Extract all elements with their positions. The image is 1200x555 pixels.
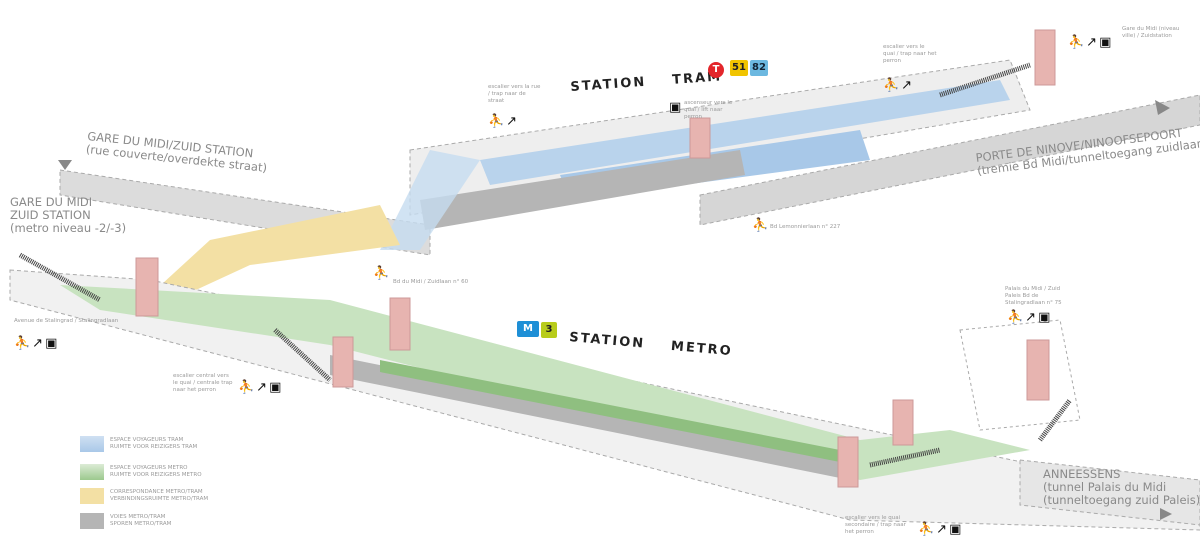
line-82-badge: 82 [750, 60, 768, 76]
subtitle: (tunnel Palais du Midi [1043, 480, 1167, 494]
pillar [837, 436, 859, 488]
title: GARE DU MIDI [10, 195, 93, 209]
gare-midi-arrow-icon [58, 160, 72, 170]
stairs-escalator-elevator-icon: ⛹↗▣ [238, 380, 284, 395]
line-3-badge: 3 [541, 322, 557, 338]
legend-fr: ESPACE VOYAGEURS METRO [110, 465, 188, 471]
line-51-badge: 51 [730, 60, 748, 76]
elevator-icon: ▣ [669, 100, 684, 115]
pillar [689, 117, 711, 159]
stairs-icon: ⛹ [373, 266, 392, 281]
anneessens-tunnel-band [1019, 459, 1200, 526]
tracks-swatch [80, 513, 104, 529]
stairs-escalator-elevator-icon: ⛹↗▣ [1007, 310, 1053, 325]
stairs-escalator-icon: ⛹↗ [883, 78, 915, 93]
legend-fr: VOIES METRO/TRAM [110, 514, 166, 520]
access-note: escalier vers le quai / trap naar het pe… [883, 44, 937, 64]
pillar [332, 336, 354, 388]
access-note: ascenseur vers le quai / lift naar perro… [684, 100, 733, 120]
title-line2: ZUID STATION [10, 208, 91, 222]
metro-swatch [80, 464, 104, 480]
tram-tracks [420, 150, 745, 230]
pillar [135, 257, 159, 317]
access-note: Avenue de Stalingrad / Stalingradlaan [14, 318, 119, 324]
legend-fr: CORRESPONDANCE METRO/TRAM [110, 489, 203, 495]
metro-passenger-area [60, 285, 1030, 480]
pillar [1026, 339, 1050, 401]
anneessens-label: ANNEESSENS (tunnel Palais du Midi (tunne… [1043, 468, 1200, 507]
connection-swatch [80, 488, 104, 504]
porte-ninove-arrow-icon [1155, 100, 1170, 115]
pillar [1034, 29, 1056, 86]
stairs-icon: ⛹ [752, 218, 771, 233]
tram-swatch [80, 436, 104, 452]
escalator [1038, 398, 1072, 442]
stairs-escalator-icon: ⛹↗ [488, 114, 520, 129]
legend-nl: SPOREN METRO/TRAM [110, 521, 172, 527]
access-note: Bd du Midi / Zuidlaan n° 60 [393, 279, 469, 285]
subtitle-2: (tunneltoegang zuid Paleis) [1043, 493, 1200, 507]
access-note: escalier vers la rue / trap naar de stra… [488, 84, 541, 104]
access-note: Palais du Midi / Zuid Paleis Bd de Stali… [1005, 286, 1062, 306]
legend-nl: RUIMTE VOOR REIZIGERS METRO [110, 472, 202, 478]
escalator [18, 252, 102, 303]
access-note: Bd Lemonnierlaan n° 227 [770, 224, 841, 230]
access-note: Gare du Midi (niveau ville) / Zuidstatio… [1122, 26, 1180, 39]
legend-nl: VERBINDINGSRUIMTE METRO/TRAM [110, 496, 209, 502]
porte-ninove-road-band [699, 94, 1200, 226]
gare-midi-metro-label: GARE DU MIDI ZUID STATION (metro niveau … [10, 196, 126, 235]
subtitle: (metro niveau -2/-3) [10, 221, 127, 235]
title: ANNEESSENS [1043, 467, 1121, 481]
metro-platform-dark [380, 360, 840, 462]
stairs-escalator-elevator-icon: ⛹↗▣ [14, 336, 60, 351]
tram-badge-icon: T [708, 62, 724, 78]
tram-ramp [380, 150, 480, 250]
anneessens-arrow-icon [1160, 508, 1172, 520]
access-note: escalier central vers le quai / centrale… [173, 373, 233, 393]
stairs-escalator-elevator-icon: ⛹↗▣ [918, 522, 964, 537]
legend-fr: ESPACE VOYAGEURS TRAM [110, 437, 184, 443]
metro-badge-icon: M [517, 321, 539, 337]
pillar [892, 399, 914, 446]
pillar [389, 297, 411, 351]
connection-corridor [150, 205, 400, 295]
stairs-escalator-elevator-icon: ⛹↗▣ [1068, 35, 1114, 50]
legend-nl: RUIMTE VOOR REIZIGERS TRAM [110, 444, 198, 450]
access-note: escalier vers le quai secondaire / trap … [845, 515, 906, 535]
palais-midi-building [959, 319, 1081, 431]
tram-passenger-area [480, 80, 1010, 185]
escalator [273, 328, 332, 382]
